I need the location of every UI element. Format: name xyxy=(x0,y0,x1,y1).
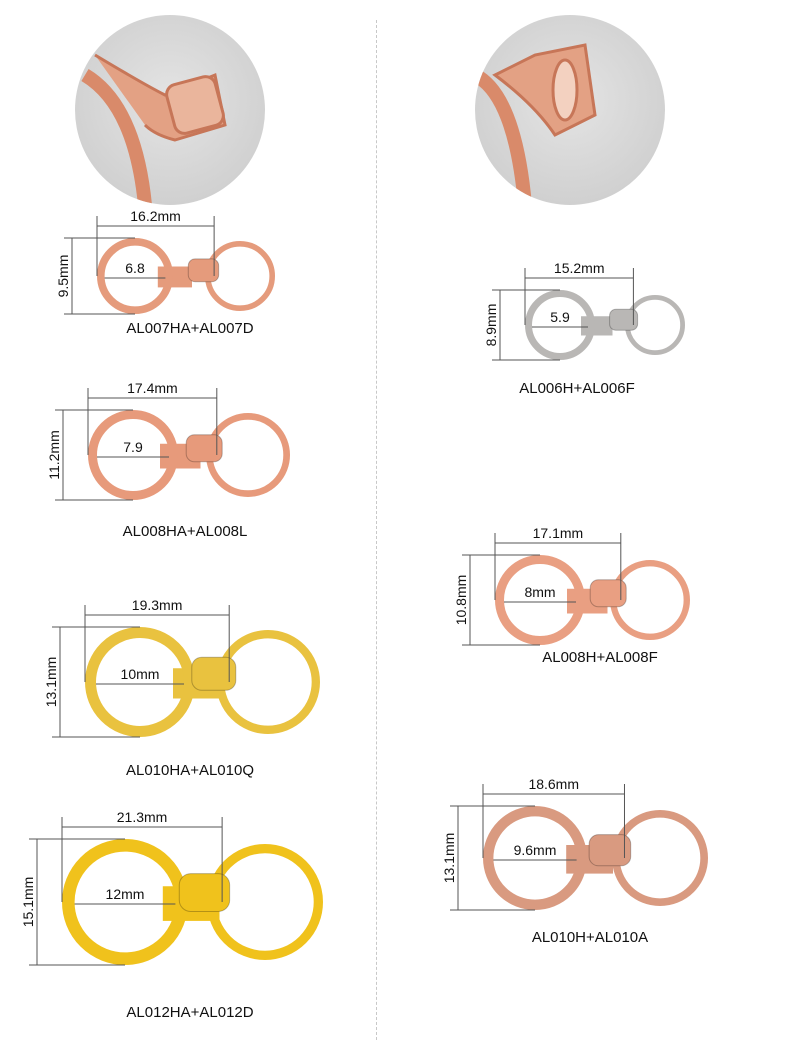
width-label: 21.3mm xyxy=(117,809,168,825)
hook-tab xyxy=(609,308,639,331)
height-label: 8.9mm xyxy=(483,304,499,347)
model-label: AL007HA+AL007D xyxy=(126,320,253,337)
width-label: 17.4mm xyxy=(127,380,178,396)
inner-diameter-label: 6.8 xyxy=(125,260,145,276)
width-label: 18.6mm xyxy=(528,776,579,792)
hook-ring-icon xyxy=(495,555,585,645)
hook-ring-icon xyxy=(88,410,178,500)
hook-tab xyxy=(191,656,237,691)
height-label: 9.5mm xyxy=(55,255,71,298)
closeup-photo-left xyxy=(75,15,265,205)
model-label: AL012HA+AL012D xyxy=(126,1004,253,1021)
model-label: AL010HA+AL010Q xyxy=(126,762,254,779)
hook-ring-icon xyxy=(525,290,595,360)
height-label: 15.1mm xyxy=(20,877,36,928)
model-label: AL006H+AL006F xyxy=(519,380,635,397)
width-label: 17.1mm xyxy=(533,525,584,541)
hook-ring-icon xyxy=(483,806,588,911)
inner-diameter-label: 5.9 xyxy=(550,309,570,325)
model-label: AL008HA+AL008L xyxy=(123,523,248,540)
hook-ring-icon xyxy=(85,627,195,737)
height-label: 11.2mm xyxy=(46,430,62,480)
model-label: AL010H+AL010A xyxy=(532,929,648,946)
column-divider xyxy=(376,20,377,1040)
height-label: 13.1mm xyxy=(43,657,59,708)
hook-tab xyxy=(185,434,223,463)
hook-tab xyxy=(589,579,627,608)
hook-tab xyxy=(178,873,231,912)
hook-tab xyxy=(187,258,220,283)
width-label: 16.2mm xyxy=(130,208,181,224)
hook-ring-icon xyxy=(97,238,174,315)
inner-diameter-label: 7.9 xyxy=(123,439,143,455)
inner-diameter-label: 8mm xyxy=(524,584,555,600)
height-label: 10.8mm xyxy=(453,575,469,626)
model-label: AL008H+AL008F xyxy=(542,649,658,666)
hook-closeup-image xyxy=(475,43,597,205)
height-label: 13.1mm xyxy=(441,833,457,884)
width-label: 15.2mm xyxy=(554,260,605,276)
inner-diameter-label: 12mm xyxy=(106,886,145,902)
hook-neck xyxy=(581,316,613,336)
closeup-photo-right xyxy=(475,15,665,205)
width-label: 19.3mm xyxy=(132,597,183,613)
hook-tab xyxy=(588,834,632,867)
inner-diameter-label: 10mm xyxy=(121,666,160,682)
hook-closeup-image xyxy=(81,53,227,205)
hook-neck xyxy=(157,266,192,288)
inner-diameter-label: 9.6mm xyxy=(514,842,557,858)
